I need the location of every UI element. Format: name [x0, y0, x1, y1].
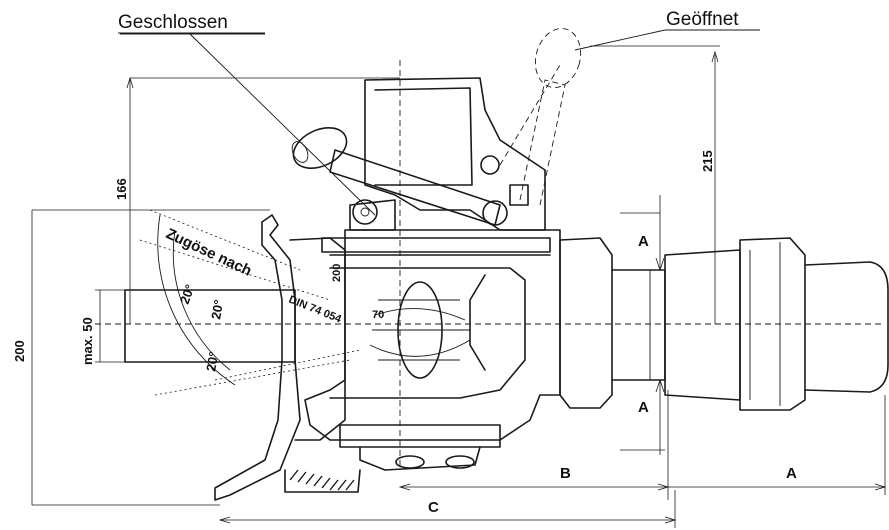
- center-lines: [95, 60, 885, 470]
- coupling-housing: [304, 229, 561, 471]
- label-angle-20-a: 20°: [177, 282, 198, 306]
- hand-lever-open: [499, 28, 582, 206]
- dim-max-50: max. 50: [80, 317, 95, 365]
- dim-B: B: [560, 465, 571, 482]
- label-open: Geöffnet: [666, 9, 739, 30]
- upper-lever-housing: [349, 77, 546, 231]
- label-angle-20-b: 20°: [208, 299, 226, 321]
- hand-lever-closed: [291, 127, 508, 226]
- label-angle-20-c: 20°: [203, 351, 221, 373]
- dimension-lines: [31, 29, 887, 528]
- dim-166: 166: [114, 178, 129, 200]
- dim-C: C: [428, 499, 439, 516]
- dim-A-top: A: [638, 233, 649, 250]
- dim-215: 215: [700, 150, 715, 172]
- label-70: 70: [372, 309, 384, 321]
- dim-200-small: 200: [331, 264, 343, 282]
- spring-element: [284, 469, 361, 493]
- label-closed: Geschlossen: [118, 12, 228, 33]
- dim-A-bottom: A: [638, 399, 649, 416]
- dim-A-right: A: [786, 465, 797, 482]
- label-eye-per: Zugöse nach: [163, 225, 254, 280]
- dim-200-left: 200: [12, 340, 27, 362]
